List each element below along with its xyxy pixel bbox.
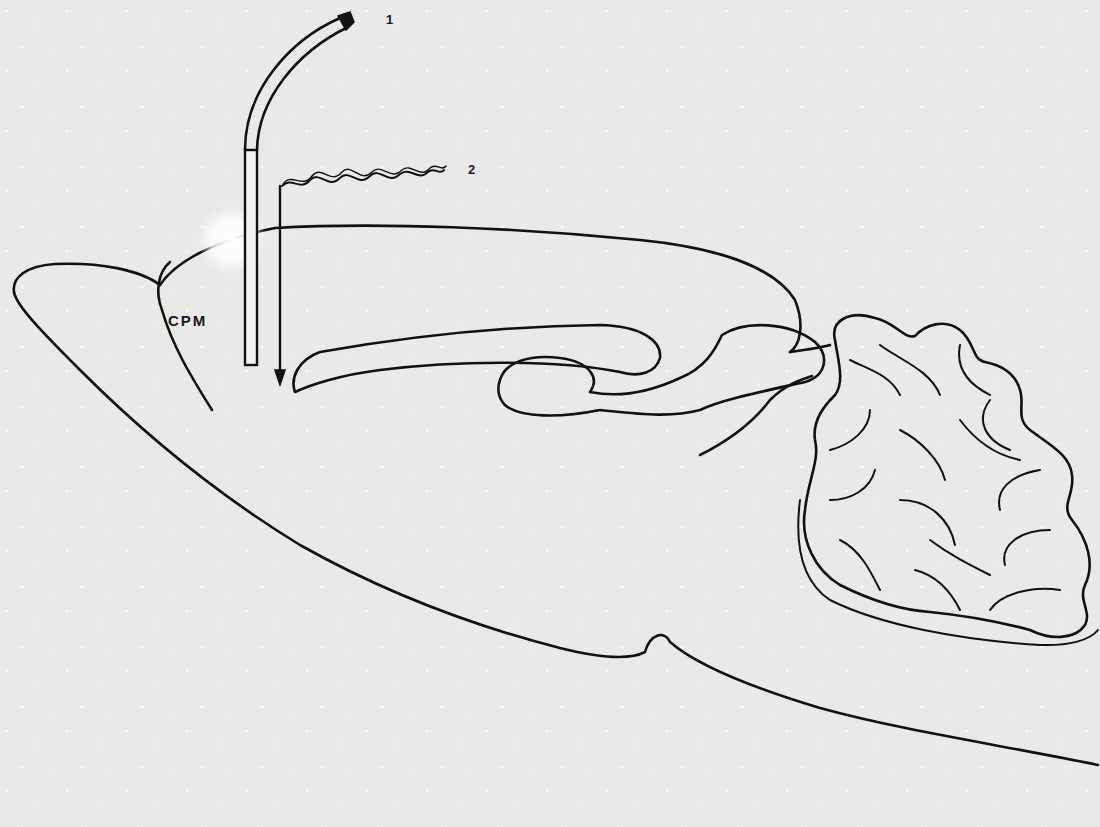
cerebellum-base bbox=[798, 500, 1098, 645]
cerebellum bbox=[804, 315, 1090, 637]
frontal-boundary bbox=[158, 262, 212, 410]
twisted-wire bbox=[282, 166, 446, 186]
brainstem-line bbox=[700, 376, 812, 455]
region-label: CPM bbox=[168, 313, 207, 328]
brain-outline bbox=[14, 264, 1098, 765]
colliculus-line bbox=[790, 345, 830, 352]
cannula bbox=[245, 150, 257, 365]
cerebellum-folia bbox=[830, 345, 1060, 610]
callout-number: 2 bbox=[468, 163, 475, 176]
cannula-tubing bbox=[245, 18, 346, 150]
electrode-tip bbox=[275, 370, 285, 385]
tubing-tip bbox=[338, 12, 354, 30]
callout-number: 1 bbox=[386, 13, 393, 26]
hippocampus bbox=[498, 325, 824, 415]
callosum bbox=[294, 325, 661, 392]
electrode bbox=[279, 186, 281, 372]
